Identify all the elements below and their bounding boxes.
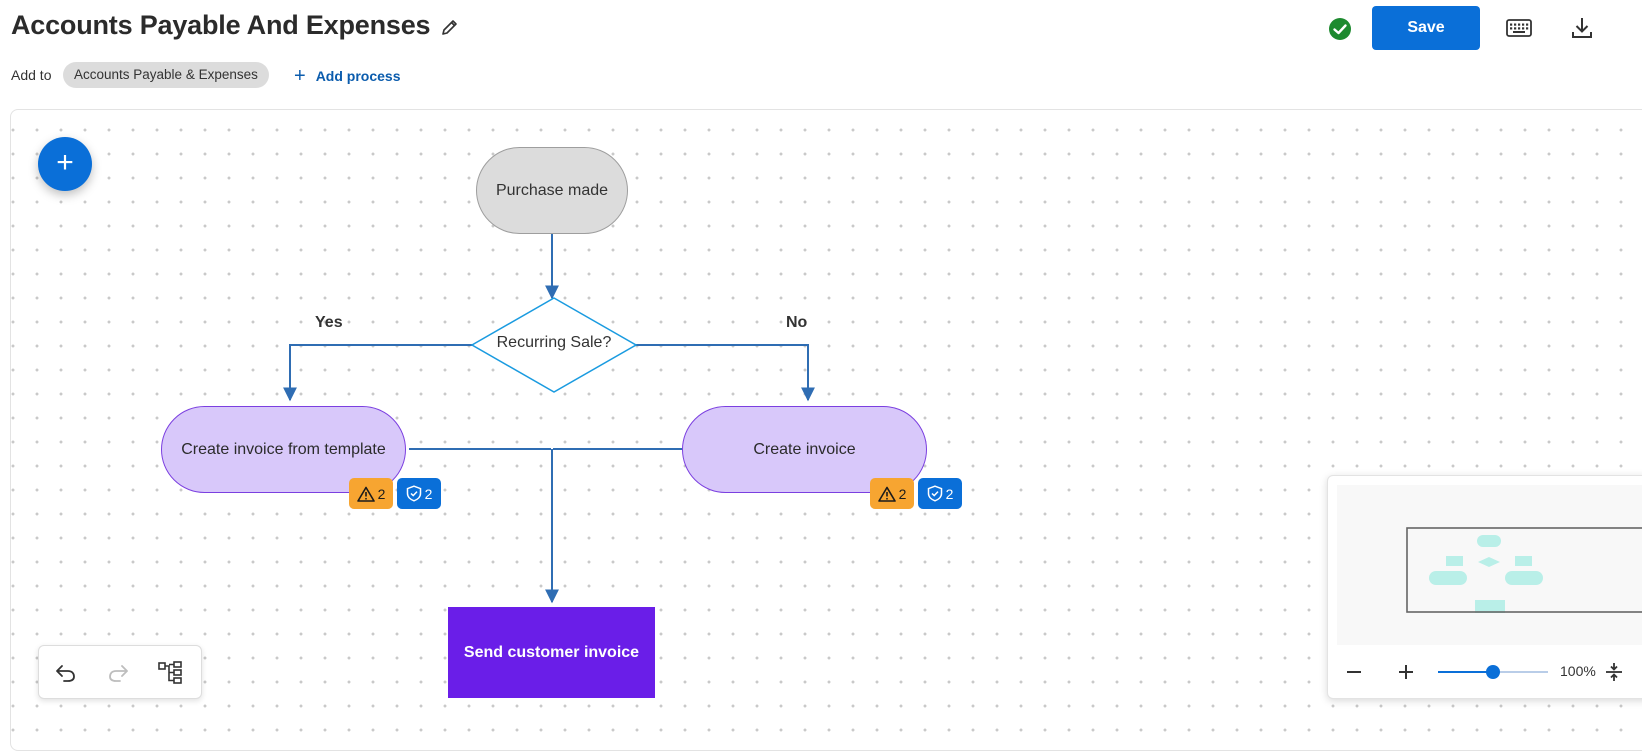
add-process-button[interactable]: + Add process [294,64,401,88]
zoom-slider[interactable] [1438,665,1548,679]
zoom-slider-fill [1438,671,1493,673]
pencil-icon[interactable] [440,17,460,37]
zoom-out-icon[interactable] [1342,660,1366,684]
shield-check-icon [406,485,421,502]
fit-to-screen-icon[interactable] [1602,660,1626,684]
edge-label-yes: Yes [315,314,343,331]
connector-no [633,344,815,402]
layout-tree-icon[interactable] [157,659,183,685]
decision-diamond [470,297,638,393]
undo-icon[interactable] [53,659,79,685]
plus-icon: + [294,65,306,87]
save-button[interactable]: Save [1372,6,1480,50]
page-title: Accounts Payable And Expenses [11,10,431,40]
zoom-controls: 100% [1328,648,1642,696]
start-node[interactable]: Purchase made [476,147,628,234]
control-count: 2 [945,485,954,502]
risk-badge-right[interactable]: 2 [870,478,914,509]
canvas-toolbar [38,645,202,699]
control-count: 2 [424,485,433,502]
control-badge-right[interactable]: 2 [918,478,962,509]
minimap-preview [1406,527,1642,613]
add-process-label: Add process [315,68,401,84]
check-circle-icon [1329,18,1351,40]
connector-yes [283,344,479,402]
minimap[interactable] [1337,485,1642,645]
shield-check-icon [927,485,942,502]
add-shape-button[interactable]: + [38,137,92,191]
zoom-slider-thumb[interactable] [1486,665,1500,679]
decision-node-label[interactable]: Recurring Sale? [496,334,612,351]
keyboard-icon[interactable] [1505,16,1533,40]
redo-icon[interactable] [105,659,131,685]
minimap-panel: 100% [1327,475,1642,699]
process-canvas[interactable]: + Purchase made Recurring Sale? Yes No C… [10,109,1642,751]
control-badge-left[interactable]: 2 [397,478,441,509]
flow-connectors [283,234,815,604]
download-icon[interactable] [1570,15,1594,41]
end-node[interactable]: Send customer invoice [448,607,655,698]
edge-label-no: No [786,314,808,331]
zoom-percentage: 100% [1560,663,1596,679]
risk-count: 2 [898,485,907,502]
header: Accounts Payable And Expenses Save Add t… [0,0,1642,100]
risk-badge-left[interactable]: 2 [349,478,393,509]
add-to-label: Add to [11,67,52,83]
warning-icon [877,486,896,502]
process-chip[interactable]: Accounts Payable & Expenses [63,62,269,88]
risk-count: 2 [377,485,386,502]
warning-icon [356,486,375,502]
zoom-in-icon[interactable] [1394,660,1418,684]
